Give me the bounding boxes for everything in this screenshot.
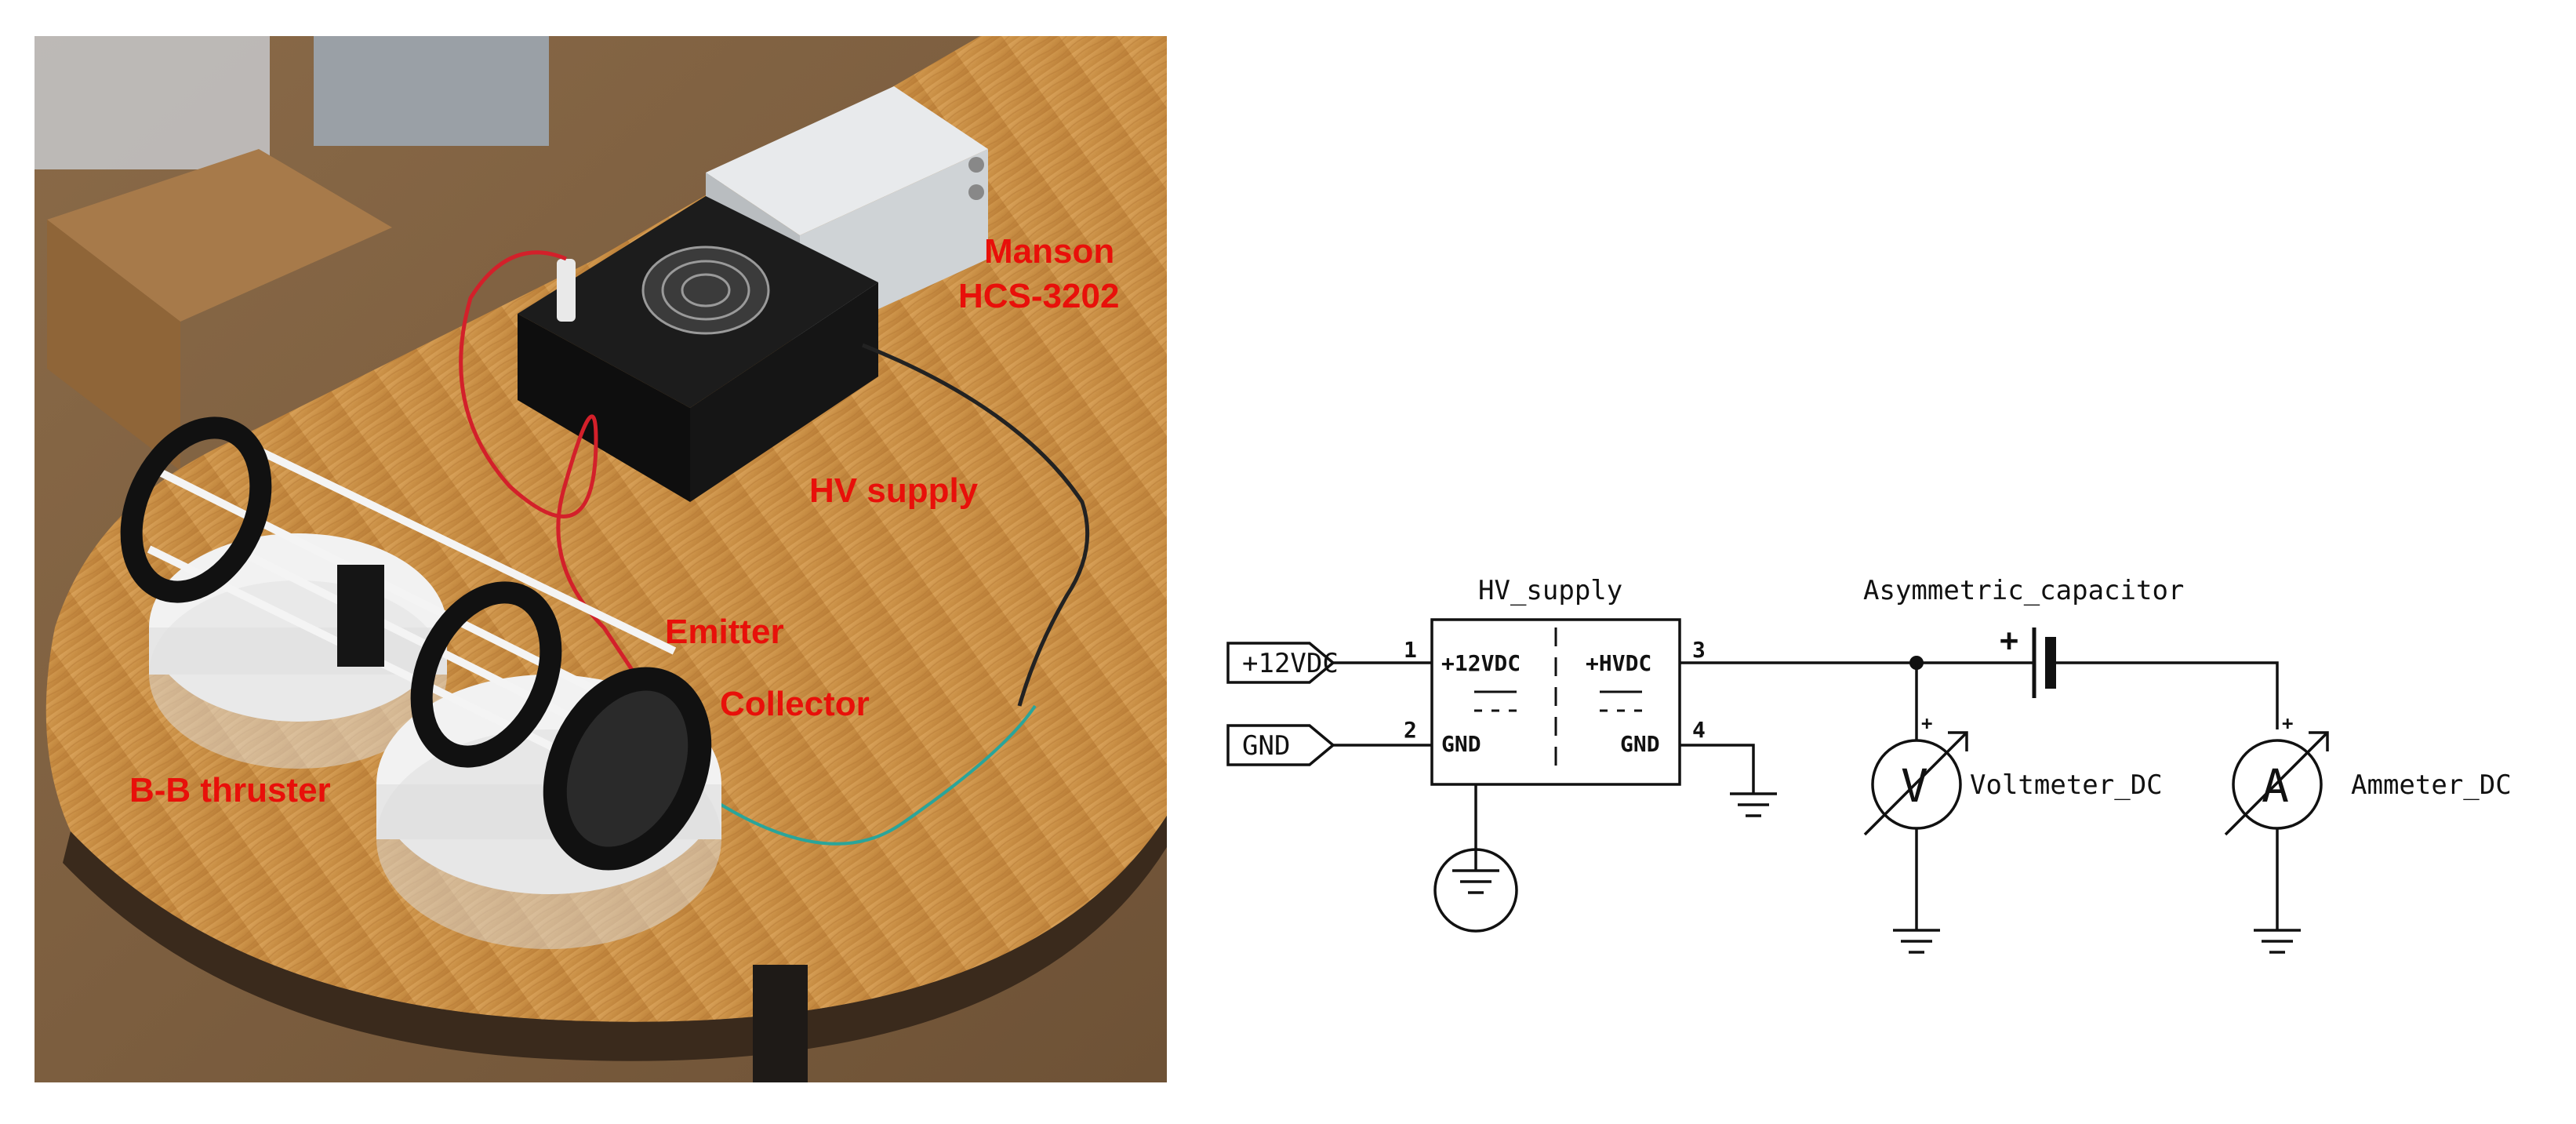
background-clutter <box>35 36 270 169</box>
label-hv-supply: HV supply <box>809 471 979 510</box>
voltmeter-arrow <box>1863 731 1968 836</box>
hv-supply-box <box>518 196 878 502</box>
table-edge <box>63 816 1167 1061</box>
cardboard-box <box>47 149 392 322</box>
black-cable <box>862 343 1090 707</box>
hv-pin-label-hvdc: +HVDC <box>1586 650 1651 676</box>
port-12vdc-label: +12VDC <box>1242 648 1339 679</box>
hv-pin-label-gnd-in: GND <box>1441 731 1481 757</box>
earth-ground-symbol <box>1433 848 1518 933</box>
label-manson-model: HCS-3202 <box>958 277 1119 315</box>
capacitor-name: Asymmetric_capacitor <box>1863 575 2184 606</box>
photo-panel: Manson HCS-3202 HV supply Emitter Collec… <box>35 36 1167 1082</box>
ring-2 <box>410 581 562 768</box>
ammeter-arrow <box>2224 731 2329 836</box>
label-manson: Manson <box>984 232 1114 271</box>
port-gnd-label: GND <box>1242 730 1290 762</box>
voltmeter-plus: + <box>1921 712 1932 734</box>
label-emitter: Emitter <box>665 613 784 651</box>
ground-symbol-voltmeter <box>1893 929 1940 954</box>
pin-number-4: 4 <box>1692 717 1706 743</box>
hv-pin-label-gnd-out: GND <box>1620 731 1660 757</box>
capacitor-plate-2 <box>2045 637 2056 689</box>
label-collector: Collector <box>720 685 870 723</box>
dc-symbol-left <box>1474 690 1517 712</box>
hv-supply-name: HV_supply <box>1478 575 1622 606</box>
port-gnd <box>1226 724 1335 766</box>
schematic: HV_supply +12VDC GND +HVDC GND 1 2 3 4 +… <box>1226 575 2512 954</box>
wire-gnd-out <box>1680 744 1755 794</box>
red-hv-cable <box>459 250 638 676</box>
ammeter-plus: + <box>2282 712 2293 734</box>
port-12vdc <box>1226 642 1335 684</box>
pin-number-1: 1 <box>1404 637 1417 663</box>
fan-grill <box>641 246 770 335</box>
ground-symbol-ammeter <box>2254 929 2301 954</box>
ground-symbol-out <box>1730 792 1777 817</box>
hv-supply-block <box>1430 618 1681 786</box>
metal-case <box>314 36 549 146</box>
emitter-mount <box>337 565 384 667</box>
table-leg <box>753 965 808 1082</box>
ring-1 <box>120 416 272 603</box>
pin-number-2: 2 <box>1404 717 1417 743</box>
ammeter-name: Ammeter_DC <box>2351 769 2512 801</box>
capacitor-plus: + <box>2000 623 2018 659</box>
pin-number-3: 3 <box>1692 637 1706 663</box>
hv-terminal <box>557 259 576 322</box>
collector-ring <box>543 667 712 871</box>
voltmeter-name: Voltmeter_DC <box>1970 769 2163 801</box>
ground-cable <box>689 704 1037 846</box>
wire-capacitor-out <box>2056 661 2279 729</box>
label-thruster: B-B thruster <box>129 771 331 809</box>
dc-symbol-right <box>1600 690 1642 712</box>
hv-pin-label-12vdc: +12VDC <box>1441 650 1521 676</box>
